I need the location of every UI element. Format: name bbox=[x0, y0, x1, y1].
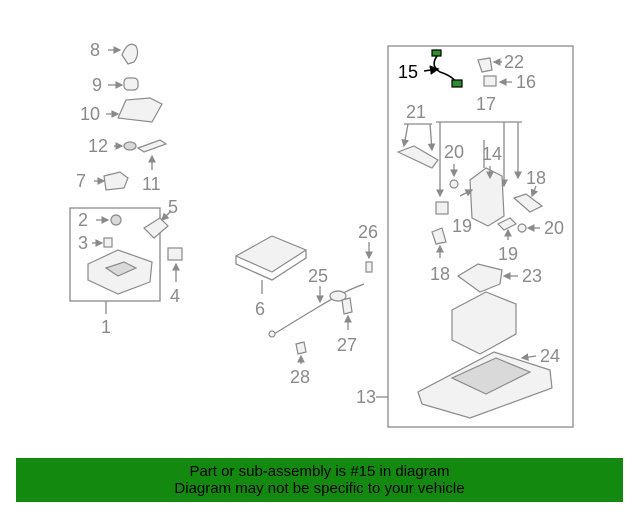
part-20-screw-lower[interactable] bbox=[517, 223, 540, 233]
part-22-bracket[interactable] bbox=[477, 57, 502, 73]
info-banner: Part or sub-assembly is #15 in diagram D… bbox=[16, 458, 623, 502]
part-8-shift-knob[interactable] bbox=[108, 43, 139, 65]
callout-25: 25 bbox=[308, 266, 328, 286]
part-14-shifter-assembly[interactable] bbox=[469, 140, 505, 227]
parts-diagram: 8 9 10 12 11 7 5 2 3 bbox=[69, 40, 574, 428]
part-2-button[interactable] bbox=[96, 214, 122, 226]
callout-18: 18 bbox=[526, 168, 546, 188]
callout-26: 26 bbox=[358, 222, 378, 242]
part-20-screw[interactable] bbox=[449, 164, 459, 189]
callout-27: 27 bbox=[337, 335, 357, 355]
part-19-bushing[interactable] bbox=[435, 189, 474, 215]
callout-28: 28 bbox=[290, 367, 310, 387]
part-28-clip[interactable] bbox=[295, 341, 307, 364]
callout-20b: 20 bbox=[544, 218, 564, 238]
callout-14: 14 bbox=[482, 144, 502, 164]
part-4-connector[interactable] bbox=[167, 247, 183, 282]
part-3-bulb[interactable] bbox=[92, 237, 113, 248]
callout-23: 23 bbox=[522, 266, 542, 286]
part-18-bracket[interactable] bbox=[512, 185, 544, 213]
callout-18b: 18 bbox=[430, 264, 450, 284]
part-9-cap[interactable] bbox=[108, 77, 139, 91]
part-23-gate-plate[interactable] bbox=[456, 263, 518, 293]
callout-22: 22 bbox=[504, 52, 524, 72]
callout-24: 24 bbox=[540, 346, 560, 366]
part-1-indicator-housing[interactable] bbox=[87, 249, 153, 295]
callout-10: 10 bbox=[80, 104, 100, 124]
part-7-switch[interactable] bbox=[94, 171, 129, 191]
part-26-bolt[interactable] bbox=[365, 242, 373, 273]
callout-20: 20 bbox=[444, 142, 464, 162]
callout-6: 6 bbox=[255, 299, 265, 319]
callout-7: 7 bbox=[76, 171, 86, 191]
group-box-13 bbox=[387, 45, 574, 428]
part-11-bracket[interactable] bbox=[136, 139, 168, 170]
callout-21: 21 bbox=[406, 102, 426, 122]
part-10-boot[interactable] bbox=[106, 97, 163, 123]
part-6-control-module[interactable] bbox=[234, 235, 308, 281]
callout-11: 11 bbox=[142, 174, 161, 194]
callout-9: 9 bbox=[92, 75, 102, 95]
callout-15: 15 bbox=[398, 62, 418, 82]
part-5-panel[interactable] bbox=[143, 211, 171, 239]
part-24-console-trim[interactable] bbox=[417, 351, 553, 419]
callout-8: 8 bbox=[90, 40, 100, 60]
callout-19: 19 bbox=[452, 216, 472, 236]
shifter-housing[interactable] bbox=[451, 291, 517, 355]
part-25-shift-cable[interactable] bbox=[268, 283, 365, 338]
callout-13: 13 bbox=[356, 387, 376, 407]
part-12-clip[interactable] bbox=[114, 141, 137, 151]
part-21-lever[interactable] bbox=[396, 145, 439, 169]
part-18-bracket-lower[interactable] bbox=[431, 227, 447, 258]
callout-3: 3 bbox=[78, 233, 88, 253]
banner-line-2: Diagram may not be specific to your vehi… bbox=[174, 480, 465, 497]
callout-1: 1 bbox=[101, 317, 111, 337]
part-15-wiring-harness[interactable] bbox=[423, 49, 463, 88]
banner-line-1: Part or sub-assembly is #15 in diagram bbox=[189, 463, 450, 480]
callout-17: 17 bbox=[476, 94, 496, 114]
callout-4: 4 bbox=[170, 286, 180, 306]
callout-12: 12 bbox=[88, 136, 108, 156]
callout-19b: 19 bbox=[498, 244, 518, 264]
part-19-bushing-lower[interactable] bbox=[496, 217, 518, 240]
callout-16: 16 bbox=[516, 72, 536, 92]
part-16-connector[interactable] bbox=[483, 75, 512, 87]
callout-2: 2 bbox=[78, 210, 88, 230]
part-27-clip[interactable] bbox=[341, 297, 353, 330]
callout-5: 5 bbox=[168, 197, 178, 217]
group-box-1 bbox=[69, 207, 161, 302]
